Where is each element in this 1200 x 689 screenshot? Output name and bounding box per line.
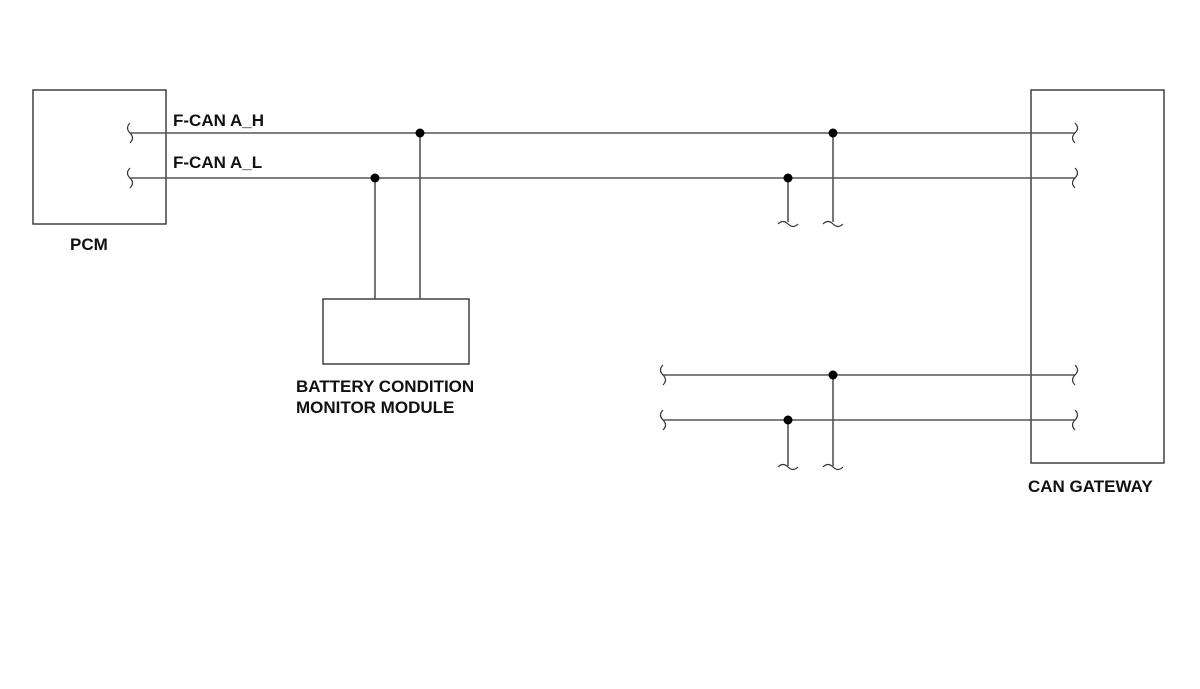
continuation-break-icon: [777, 220, 799, 228]
pcm-box: [32, 89, 167, 225]
pcm-label: PCM: [70, 235, 108, 254]
connector-break-icon: [1071, 364, 1079, 386]
continuation-break-icon: [822, 220, 844, 228]
connector-break-icon: [1071, 167, 1079, 189]
splice-dot: [783, 415, 793, 425]
connector-break-icon: [1071, 122, 1079, 144]
connector-break-icon: [126, 122, 134, 144]
connector-break-icon: [659, 364, 667, 386]
continuation-break-icon: [777, 463, 799, 471]
splice-dot: [828, 370, 838, 380]
connector-break-icon: [1071, 409, 1079, 431]
continuation-break-icon: [822, 463, 844, 471]
splice-dot: [828, 128, 838, 138]
battery-monitor-label-line2: MONITOR MODULE: [296, 398, 454, 417]
battery-monitor-box: [322, 298, 470, 365]
splice-dot: [783, 173, 793, 183]
wire-label-low: F-CAN A_L: [173, 153, 262, 172]
can-gateway-label: CAN GATEWAY: [1028, 477, 1153, 496]
splice-dot: [370, 173, 380, 183]
connector-break-icon: [126, 167, 134, 189]
battery-monitor-label-line1: BATTERY CONDITION: [296, 377, 474, 396]
splice-dot: [415, 128, 425, 138]
can-gateway-box: [1030, 89, 1165, 464]
connector-break-icon: [659, 409, 667, 431]
wire-label-high: F-CAN A_H: [173, 111, 264, 130]
